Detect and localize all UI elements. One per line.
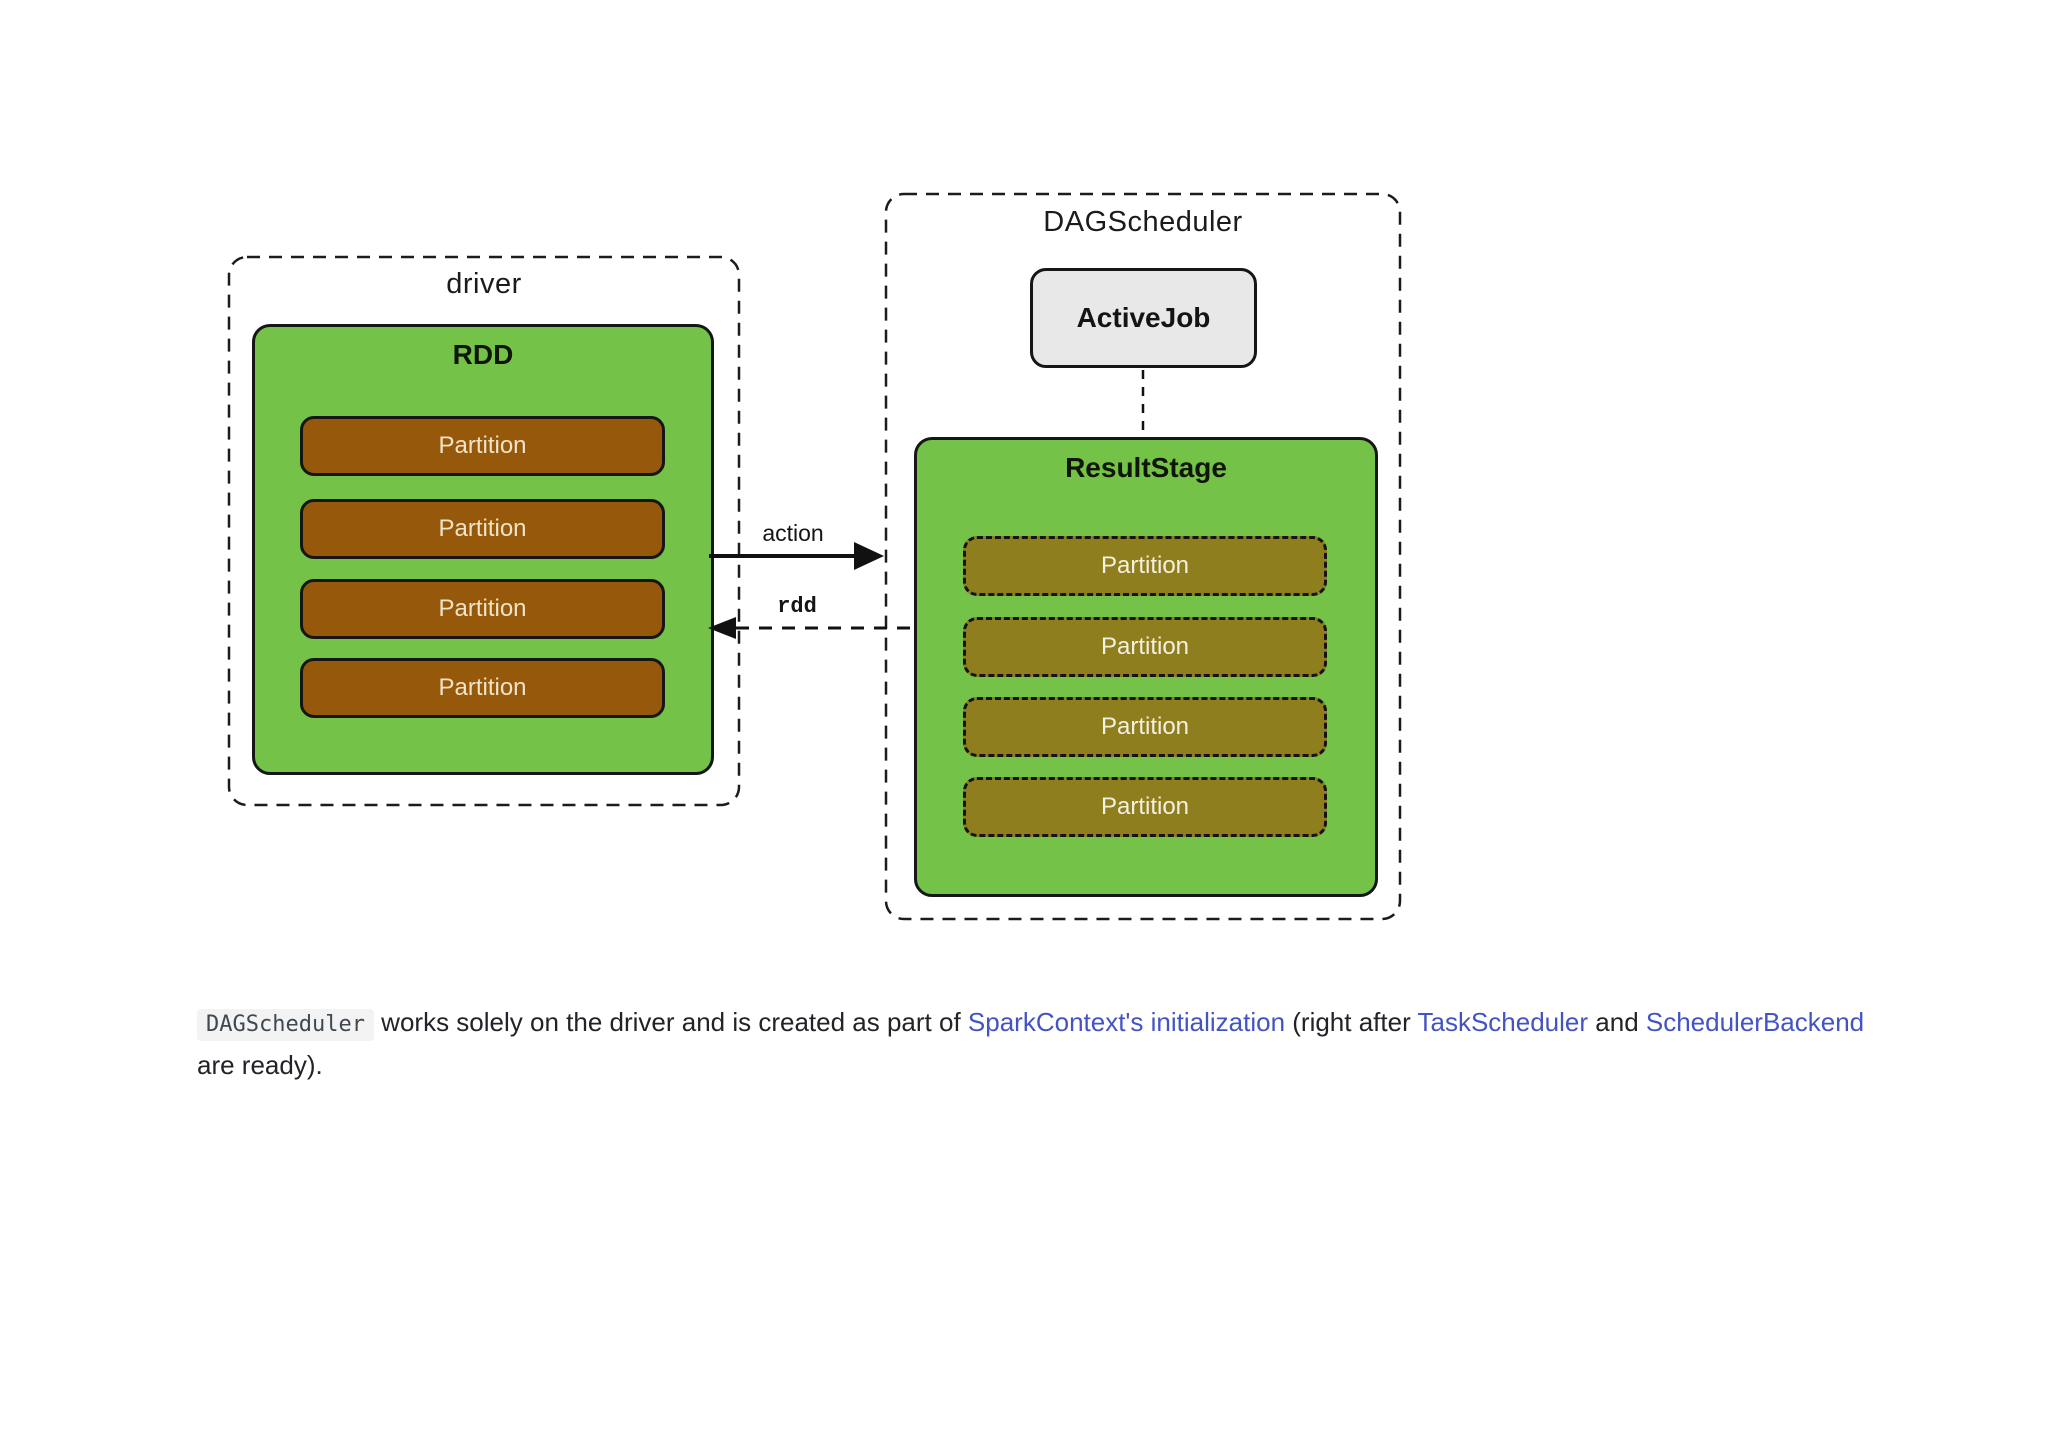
action-arrowhead: [854, 542, 884, 570]
resultstage-box: ResultStage Partition Partition Partitio…: [914, 437, 1378, 897]
inline-code-dagscheduler: DAGScheduler: [197, 1009, 374, 1041]
link-taskscheduler[interactable]: TaskScheduler: [1417, 1007, 1589, 1037]
dagscheduler-group-title: DAGScheduler: [1043, 206, 1243, 238]
resultstage-partition: Partition: [963, 697, 1327, 757]
description-paragraph: DAGScheduler works solely on the driver …: [197, 1002, 1877, 1086]
resultstage-partition: Partition: [963, 536, 1327, 596]
driver-group-title: driver: [446, 268, 522, 300]
description-text: are ready).: [197, 1050, 323, 1080]
action-arrow-label: action: [762, 520, 824, 546]
description-text: (right after: [1285, 1007, 1418, 1037]
rdd-partition: Partition: [300, 416, 665, 476]
link-schedulerbackend[interactable]: SchedulerBackend: [1645, 1007, 1865, 1037]
resultstage-partition: Partition: [963, 617, 1327, 677]
rdd-partition: Partition: [300, 579, 665, 639]
resultstage-title: ResultStage: [1065, 452, 1227, 483]
rdd-partition: Partition: [300, 499, 665, 559]
link-sparkcontext-initialization[interactable]: SparkContext's initialization: [967, 1007, 1286, 1037]
resultstage-partition: Partition: [963, 777, 1327, 837]
description-text: works solely on the driver and is create…: [373, 1007, 968, 1037]
rdd-box: RDD Partition Partition Partition Partit…: [252, 324, 714, 775]
rdd-partition: Partition: [300, 658, 665, 718]
rdd-title: RDD: [452, 339, 514, 370]
description-text: and: [1588, 1007, 1646, 1037]
rdd-arrow-label: rdd: [777, 594, 817, 619]
activejob-box: ActiveJob: [1030, 268, 1257, 368]
